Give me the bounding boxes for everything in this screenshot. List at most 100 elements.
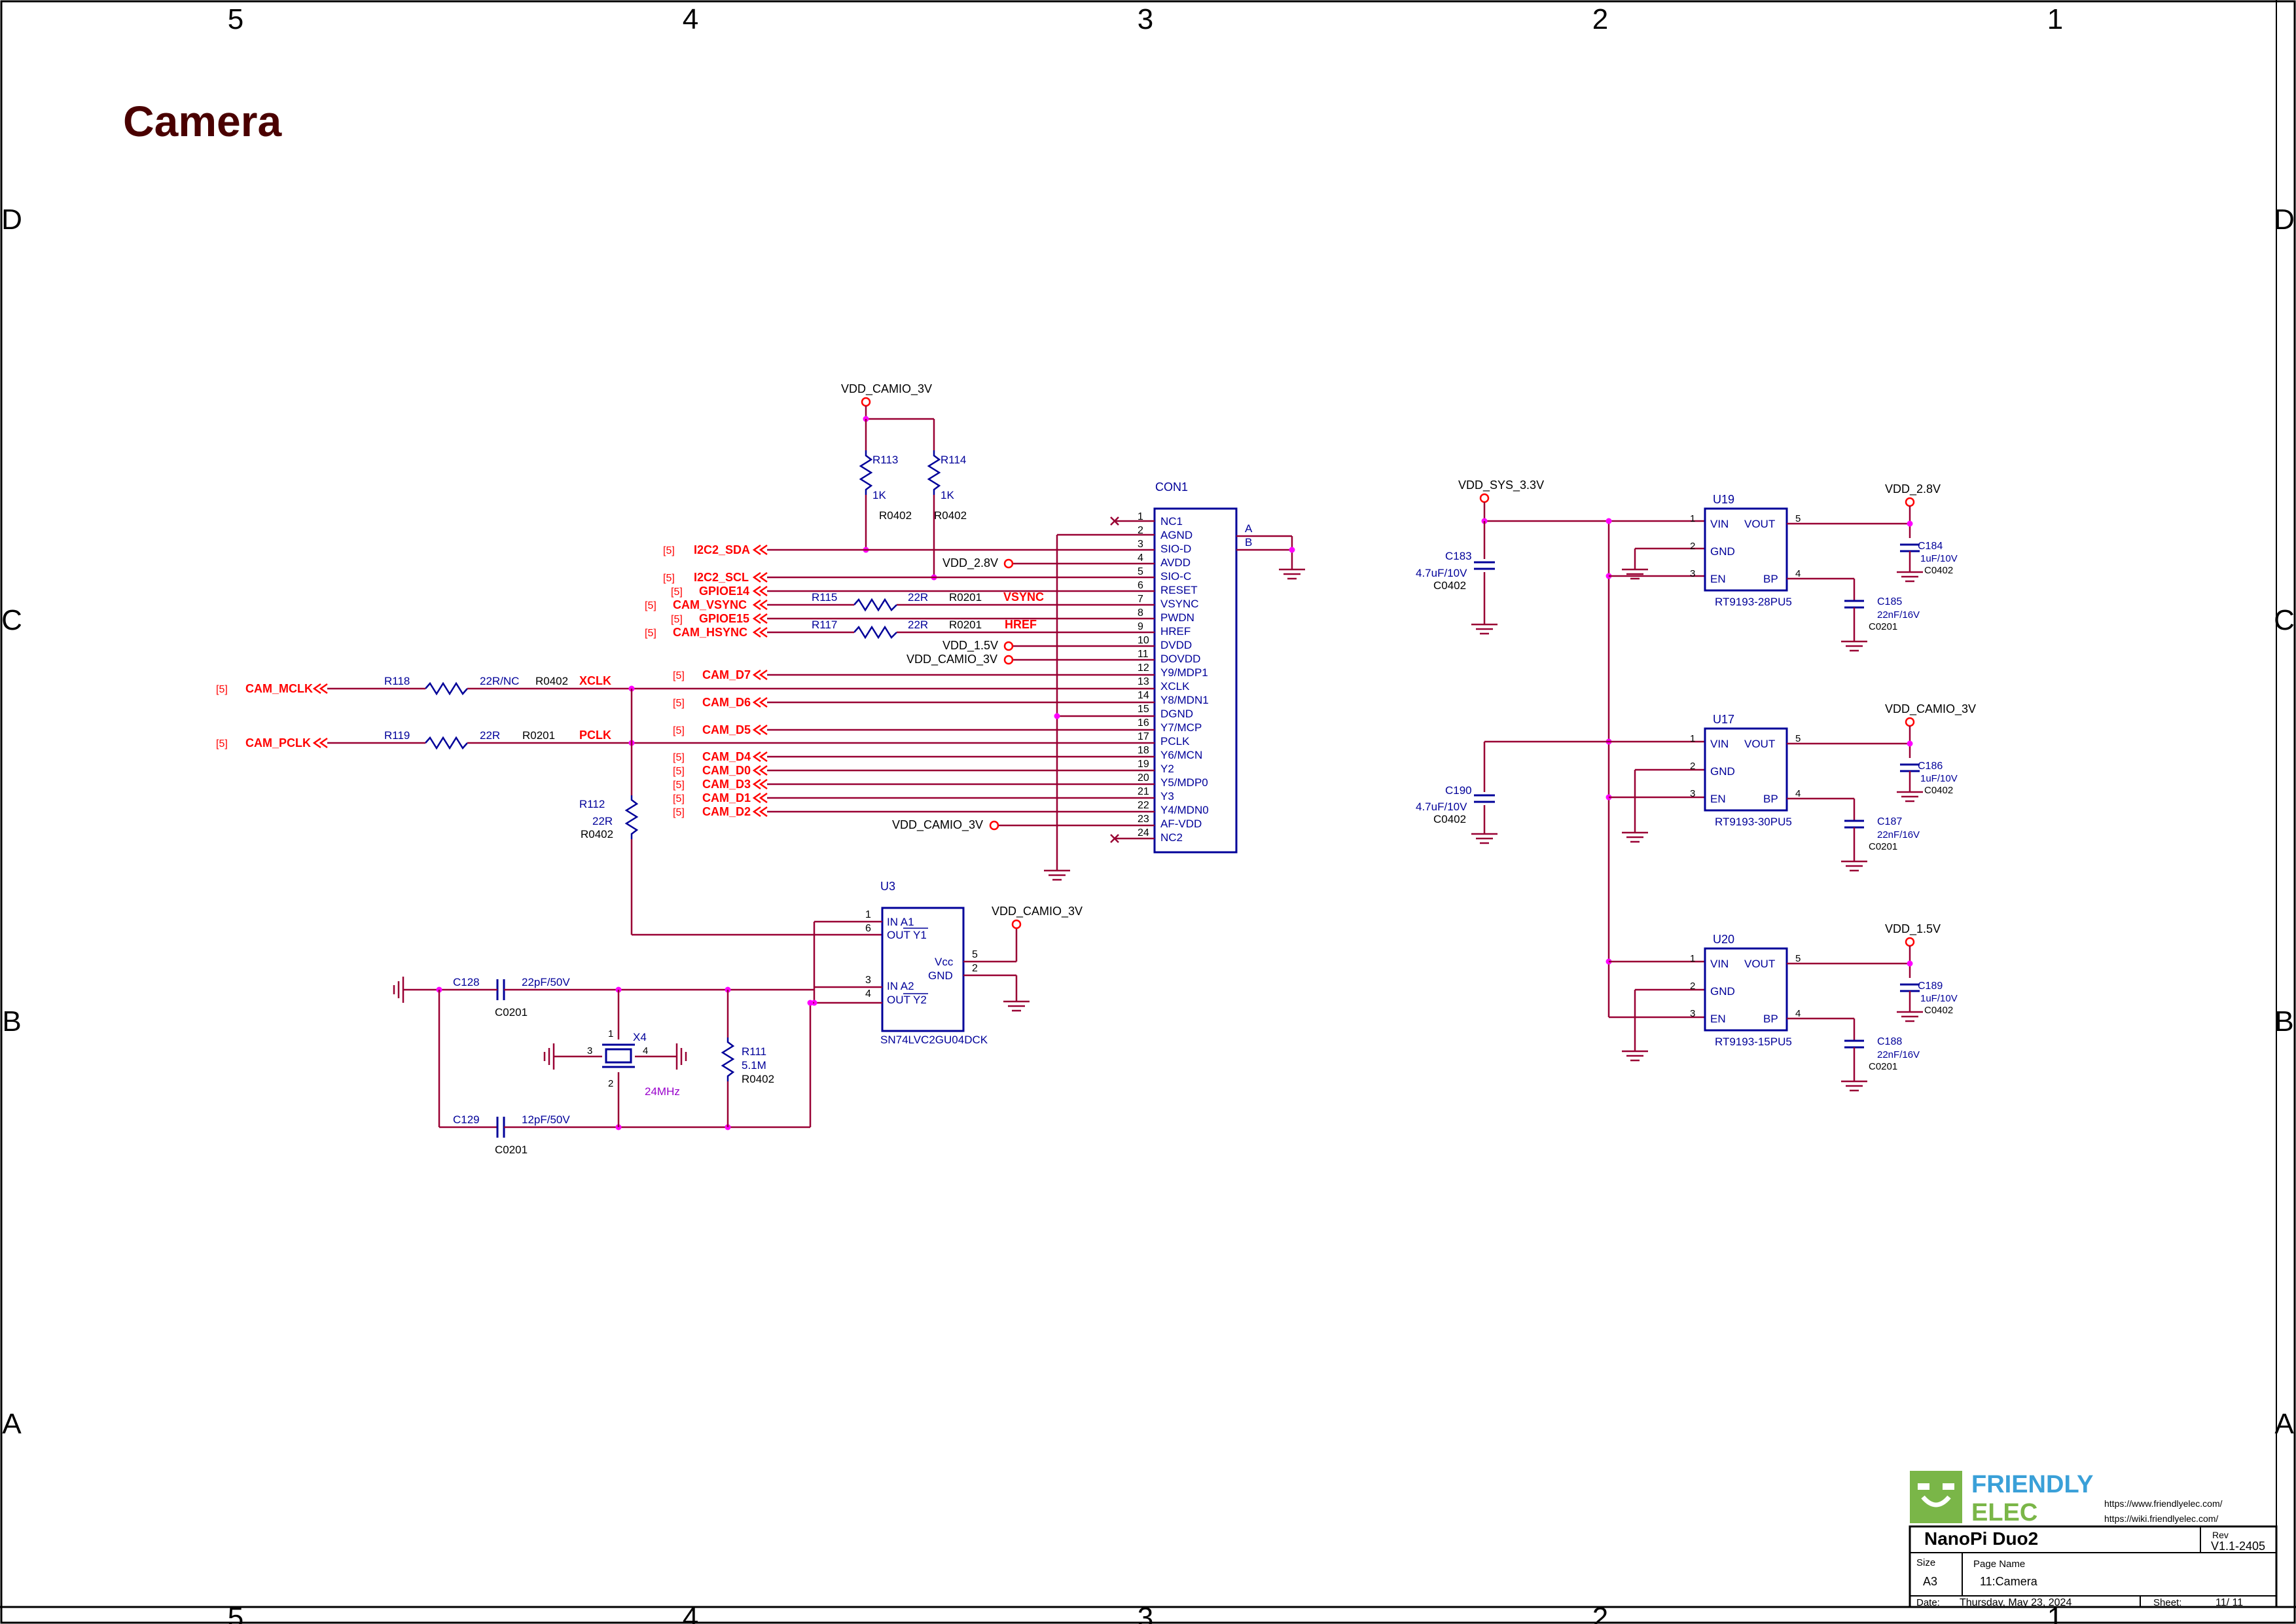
net-cam-d2: CAM_D2 bbox=[702, 805, 751, 818]
con1-pin-name: AGND bbox=[1160, 529, 1193, 541]
col-label-bottom-2: 2 bbox=[1592, 1602, 1608, 1624]
net-href: HREF bbox=[1005, 618, 1037, 631]
net-cam-d7: CAM_D7 bbox=[702, 668, 751, 681]
con1-pin-number: 5 bbox=[1138, 566, 1143, 577]
regulator-body bbox=[1704, 947, 1788, 1032]
x4-body bbox=[605, 1048, 632, 1064]
ref-sda: [5] bbox=[663, 545, 675, 556]
net-xclk: XCLK bbox=[579, 674, 611, 687]
x4-pin-4: 4 bbox=[643, 1045, 648, 1056]
regulator-pin-label: GND bbox=[1710, 985, 1735, 998]
col-label-top-2: 2 bbox=[1592, 3, 1608, 35]
bp-cap-value: 22nF/16V bbox=[1877, 829, 1920, 840]
r115-ref: R115 bbox=[812, 591, 837, 604]
net-pclk: PCLK bbox=[579, 729, 611, 742]
r117-resistor bbox=[853, 625, 897, 640]
net-cam-d6: CAM_D6 bbox=[702, 696, 751, 709]
con1-pin-name: Y2 bbox=[1160, 763, 1174, 775]
size-value: A3 bbox=[1923, 1575, 1937, 1588]
net-labels: I2C2_SDA I2C2_SCL GPIOE14 CAM_VSYNC GPIO… bbox=[245, 543, 1044, 818]
c190-value: 4.7uF/10V bbox=[1416, 801, 1467, 813]
avdd-supply-label: VDD_2.8V bbox=[942, 556, 998, 570]
regulator-pin-label: VIN bbox=[1710, 958, 1729, 970]
con1-pin-number: 15 bbox=[1138, 704, 1149, 715]
con1-pin-number: 14 bbox=[1138, 690, 1149, 701]
u3-out-y2: OUT Y2 bbox=[887, 994, 927, 1006]
ref-d4: [5] bbox=[673, 752, 685, 763]
u3-pin-2: 2 bbox=[972, 963, 978, 974]
col-label-top-4: 4 bbox=[683, 3, 698, 35]
series-resistors bbox=[412, 598, 897, 750]
con1-body bbox=[1153, 507, 1238, 854]
con1-pin-number: 1 bbox=[1138, 511, 1143, 522]
bp-cap-ref: C187 bbox=[1877, 816, 1902, 827]
port-arrows bbox=[312, 544, 768, 818]
x4-pin-1: 1 bbox=[608, 1028, 613, 1039]
net-cam-vsync: CAM_VSYNC bbox=[673, 598, 747, 611]
con1-pin-name: Y9/MDP1 bbox=[1160, 666, 1208, 679]
border-column-labels: 5 4 3 2 1 5 4 3 2 1 bbox=[228, 3, 2063, 1624]
ref-d0: [5] bbox=[673, 766, 685, 777]
regulator-pin-number: 3 bbox=[1690, 788, 1695, 799]
x4-frequency: 24MHz bbox=[645, 1085, 680, 1098]
ref-d2: [5] bbox=[673, 807, 685, 818]
regulator-pin-label: EN bbox=[1710, 1013, 1726, 1025]
title-block: FRIENDLY ELEC https://www.friendlyelec.c… bbox=[1909, 1471, 2278, 1608]
regulator-bp-label: BP bbox=[1763, 793, 1778, 805]
u3-in-a1: IN A1 bbox=[887, 916, 914, 928]
bp-cap-package: C0201 bbox=[1869, 841, 1897, 852]
r111-ref: R111 bbox=[742, 1045, 766, 1058]
c183-ref: C183 bbox=[1445, 550, 1472, 562]
x4-ref: X4 bbox=[633, 1031, 647, 1043]
project-name: NanoPi Duo2 bbox=[1924, 1528, 2038, 1549]
con1-pin-number: 4 bbox=[1138, 552, 1143, 564]
output-cap-ref: C189 bbox=[1918, 981, 1943, 992]
row-label-left-a: A bbox=[2, 1408, 22, 1440]
connector-gnd-bus bbox=[1043, 533, 1155, 881]
con1-pin-name: Y7/MCP bbox=[1160, 721, 1202, 734]
row-label-left-c: C bbox=[1, 604, 22, 636]
con1-pin-name: Y4/MDN0 bbox=[1160, 804, 1209, 816]
ref-d6: [5] bbox=[673, 698, 685, 709]
con1-pin-name: Y3 bbox=[1160, 790, 1174, 803]
net-vsync: VSYNC bbox=[1003, 590, 1044, 604]
regulator-pin-number: 3 bbox=[1690, 1008, 1695, 1019]
r118-resistor bbox=[425, 681, 468, 696]
net-cam-mclk: CAM_MCLK bbox=[245, 682, 313, 695]
date-value: Thursday, May 23, 2024 bbox=[1960, 1597, 2072, 1608]
x4-pin-2: 2 bbox=[608, 1078, 613, 1089]
r111-resistor bbox=[721, 1038, 735, 1081]
r114-resistor bbox=[927, 450, 941, 495]
con1-pin-number: 18 bbox=[1138, 745, 1149, 756]
con1-pin-name: AVDD bbox=[1160, 556, 1191, 569]
regulator-pin-label: EN bbox=[1710, 573, 1726, 585]
ref-pclk: [5] bbox=[216, 738, 228, 749]
u3-pin-6: 6 bbox=[865, 923, 871, 934]
u3-vcc: Vcc bbox=[935, 956, 954, 968]
net-cam-d0: CAM_D0 bbox=[702, 764, 751, 777]
c128-ref: C128 bbox=[453, 976, 480, 988]
col-label-bottom-4: 4 bbox=[683, 1602, 698, 1624]
regulator-pin-label: VIN bbox=[1710, 518, 1729, 530]
u3-pin-4: 4 bbox=[865, 988, 871, 1000]
sheet-references: [5] [5] [5] [5] [5] [5] [5] [5] [5] [5] … bbox=[216, 545, 685, 818]
bp-cap-value: 22nF/16V bbox=[1877, 1049, 1920, 1060]
regulator-pin-number: 2 bbox=[1690, 761, 1695, 772]
row-label-left-d: D bbox=[1, 204, 22, 236]
ref-d1: [5] bbox=[673, 793, 685, 804]
regulator-pin-number: 2 bbox=[1690, 541, 1695, 552]
r119-resistor bbox=[425, 736, 468, 750]
afvdd-supply-label: VDD_CAMIO_3V bbox=[892, 818, 983, 832]
r118-ref: R118 bbox=[384, 675, 410, 687]
con1-pin-number: 16 bbox=[1138, 717, 1149, 729]
r114-ref: R114 bbox=[941, 454, 966, 466]
page-title: Camera bbox=[123, 97, 282, 145]
regulator-bp-label: BP bbox=[1763, 1013, 1778, 1025]
con1-pin-name: PWDN bbox=[1160, 611, 1194, 624]
r117-ref: R117 bbox=[812, 619, 837, 631]
r112-package: R0402 bbox=[581, 828, 613, 840]
net-cam-d1: CAM_D1 bbox=[702, 791, 751, 804]
regulator-part: RT9193-30PU5 bbox=[1715, 816, 1792, 828]
c190-ref: C190 bbox=[1445, 784, 1472, 797]
